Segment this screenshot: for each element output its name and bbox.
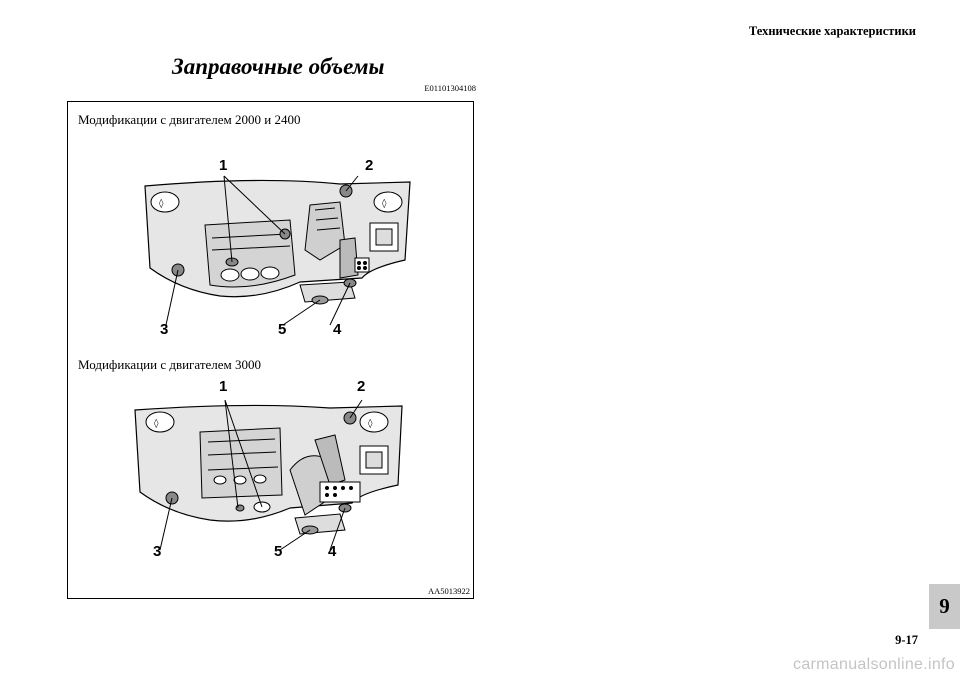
section-code: E01101304108 — [424, 83, 476, 93]
callout-5: 5 — [278, 321, 287, 338]
section-title: Заправочные объемы — [172, 54, 385, 79]
running-header: Технические характеристики — [748, 24, 916, 38]
figure-caption-engine-2000-2400: Модификации с двигателем 2000 и 2400 — [78, 112, 301, 127]
chapter-tab-label: 9 — [939, 594, 950, 618]
callout-4: 4 — [333, 321, 342, 338]
engine-bay-illustration-2000-2400: ◊ ◊ — [144, 175, 411, 326]
callout-5: 5 — [274, 543, 283, 560]
callout-3: 3 — [160, 321, 169, 338]
figure-code: AA5013922 — [427, 586, 470, 596]
figure-caption-engine-3000: Модификации с двигателем 3000 — [78, 357, 262, 372]
svg-text:◊: ◊ — [382, 198, 387, 209]
engine-bay-illustration-3000: ◊ ◊ — [134, 399, 403, 551]
svg-text:◊: ◊ — [159, 198, 164, 209]
callout-4: 4 — [328, 543, 337, 560]
watermark: carmanualsonline.info — [793, 656, 955, 673]
svg-text:◊: ◊ — [154, 418, 159, 429]
page-number: 9-17 — [895, 633, 918, 647]
callout-3: 3 — [153, 543, 162, 560]
callout-1: 1 — [219, 378, 228, 395]
chapter-tab: 9 — [929, 584, 960, 629]
callout-1: 1 — [219, 157, 228, 174]
callout-2: 2 — [357, 378, 366, 395]
callout-2: 2 — [365, 157, 374, 174]
svg-text:◊: ◊ — [368, 418, 373, 429]
